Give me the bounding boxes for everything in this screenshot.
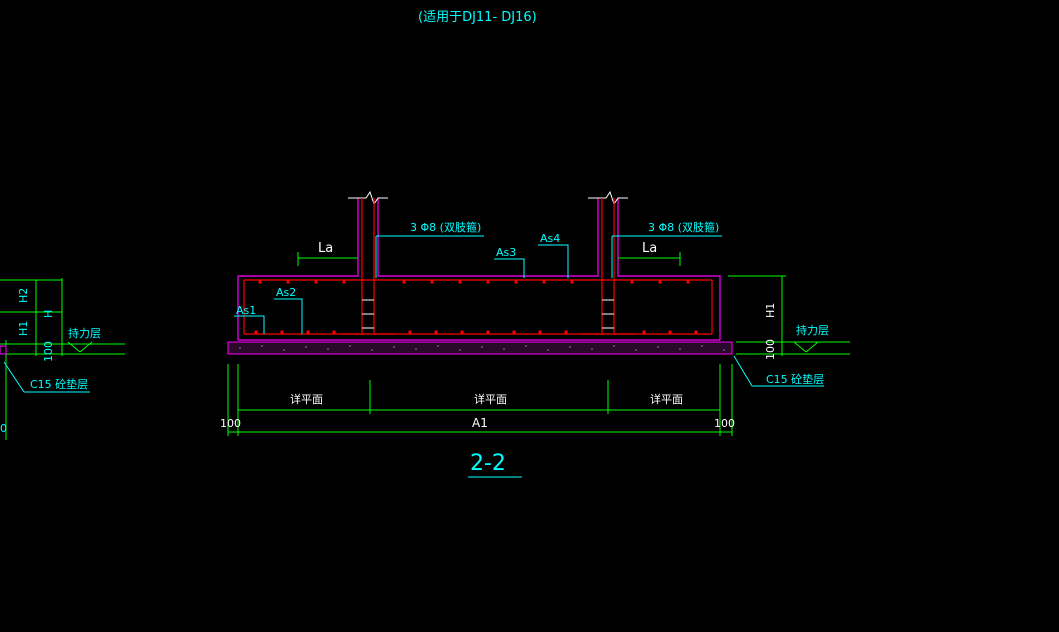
dim-h1-left-label: H1 bbox=[17, 321, 30, 336]
column-break-marks bbox=[348, 190, 628, 206]
dim-cushion-right-label: 100 bbox=[764, 339, 777, 360]
dim-cushion-left-label: 100 bbox=[42, 341, 55, 362]
cushion-right-leader bbox=[733, 355, 824, 387]
bearing-layer-left-label: 持力层 bbox=[68, 326, 101, 340]
cushion-layer-left-label: C15 砼垫层 bbox=[30, 377, 88, 391]
partial-dim-label: 0 bbox=[0, 422, 7, 435]
left-partial-view bbox=[0, 278, 125, 440]
cushion-hatch bbox=[239, 345, 725, 351]
edge-left-label: 100 bbox=[220, 417, 241, 430]
as3-label: As3 bbox=[496, 246, 516, 259]
plan-ref-mid: 详平面 bbox=[474, 392, 507, 406]
as1-label: As1 bbox=[236, 304, 256, 317]
edge-right-label: 100 bbox=[714, 417, 735, 430]
dim-h1-right-label: H1 bbox=[764, 303, 777, 318]
stirrup-right-label: 3 Φ8 (双肢箍) bbox=[648, 220, 719, 234]
leader-lines bbox=[234, 235, 722, 334]
as2-label: As2 bbox=[276, 286, 296, 299]
rebar-dots-top bbox=[258, 280, 690, 284]
bearing-layer-right-label: 持力层 bbox=[796, 323, 829, 337]
rebar-dots-bottom bbox=[254, 330, 698, 334]
la-right-label: La bbox=[642, 241, 657, 256]
applicability-note: (适用于DJ11- DJ16) bbox=[418, 10, 537, 25]
right-dimensions bbox=[728, 275, 850, 356]
cushion-layer-slab bbox=[227, 341, 733, 355]
la-dimension-left bbox=[297, 252, 358, 266]
plan-ref-right: 详平面 bbox=[650, 392, 683, 406]
as4-label: As4 bbox=[540, 232, 560, 245]
plan-ref-left: 详平面 bbox=[290, 392, 323, 406]
la-dimension-right bbox=[618, 252, 681, 266]
stirrups bbox=[362, 299, 614, 329]
rebar-lines bbox=[243, 198, 713, 335]
foundation-outline bbox=[237, 198, 721, 341]
cushion-layer-right-label: C15 砼垫层 bbox=[766, 372, 824, 386]
bottom-dimensions bbox=[227, 364, 733, 436]
dim-h2-label: H2 bbox=[17, 288, 30, 303]
total-width-label: A1 bbox=[472, 416, 488, 430]
la-left-label: La bbox=[318, 241, 333, 256]
dim-h-label: H bbox=[42, 310, 55, 318]
section-label: 2-2 bbox=[470, 451, 506, 476]
stirrup-left-label: 3 Φ8 (双肢箍) bbox=[410, 220, 481, 234]
